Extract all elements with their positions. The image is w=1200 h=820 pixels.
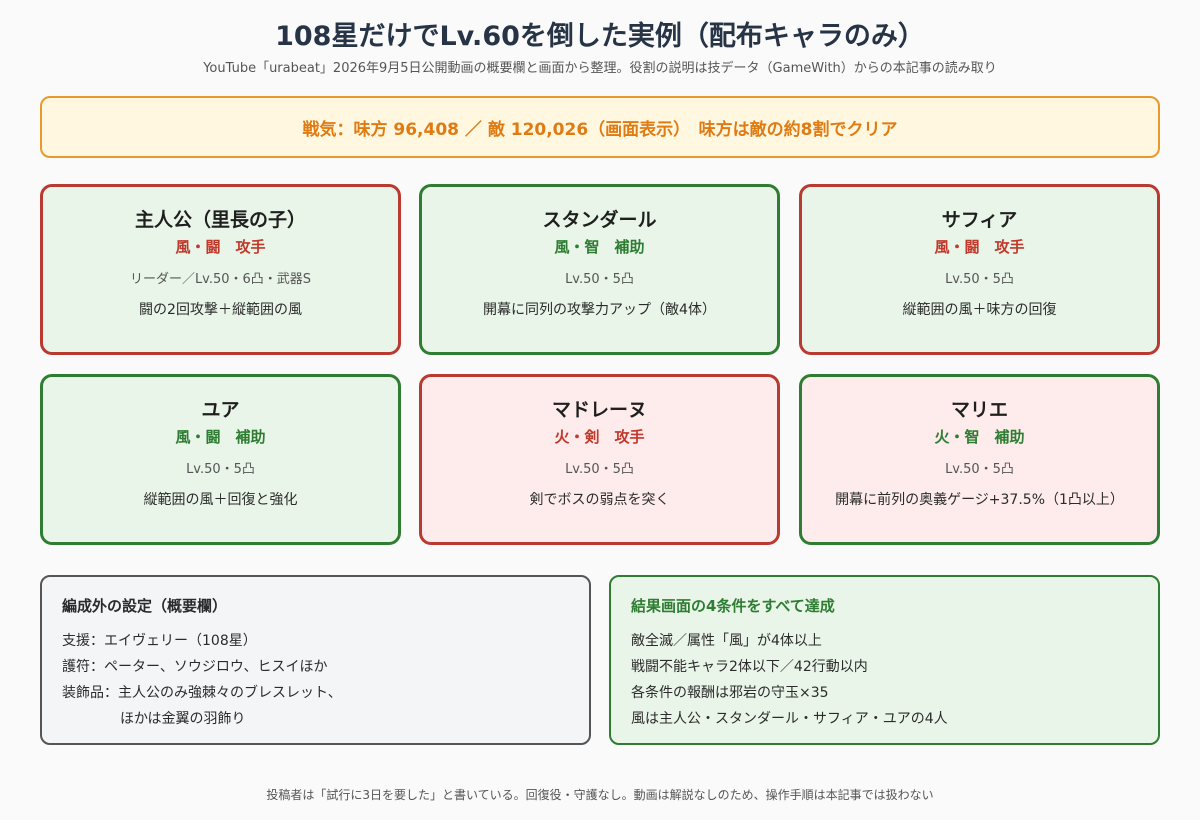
card-desc: 縦範囲の風＋味方の回復 xyxy=(902,302,1057,318)
result-line: 敵全滅／属性「風」が4体以上 xyxy=(631,633,822,649)
card-stats: Lv.50・5凸 xyxy=(565,462,634,477)
card-yua: ユア 風・闘 補助 Lv.50・5凸 縦範囲の風＋回復と強化 xyxy=(40,374,401,545)
card-role: 火・智 補助 xyxy=(934,428,1025,446)
result-line: 風は主人公・スタンダール・サフィア・ユアの4人 xyxy=(631,711,948,727)
card-role: 風・闘 攻手 xyxy=(175,238,266,256)
settings-panel: 編成外の設定（概要欄） 支援：エイヴェリー（108星） 護符：ペーター、ソウジロ… xyxy=(40,575,591,745)
settings-talisman: 護符：ペーター、ソウジロウ、ヒスイほか xyxy=(62,659,328,675)
result-panel-title: 結果画面の4条件をすべて達成 xyxy=(631,597,835,615)
card-name: 主人公（里長の子） xyxy=(134,209,306,231)
card-desc: 開幕に前列の奥義ゲージ+37.5%（1凸以上） xyxy=(835,492,1124,508)
footer-note: 投稿者は「試行に3日を要した」と書いている。回復役・守護なし。動画は解説なしのた… xyxy=(266,788,934,802)
card-role: 火・剣 攻手 xyxy=(554,428,645,446)
card-marie: マリエ 火・智 補助 Lv.50・5凸 開幕に前列の奥義ゲージ+37.5%（1凸… xyxy=(799,374,1160,545)
card-desc: 縦範囲の風＋回復と強化 xyxy=(143,492,298,508)
card-stats: Lv.50・5凸 xyxy=(565,272,634,287)
power-banner: 戦気：味方 96,408 ／ 敵 120,026（画面表示） 味方は敵の約8割で… xyxy=(40,96,1160,158)
card-desc: 闘の2回攻撃＋縦範囲の風 xyxy=(139,302,302,318)
card-role: 風・智 補助 xyxy=(554,238,645,256)
card-protagonist: 主人公（里長の子） 風・闘 攻手 リーダー／Lv.50・6凸・武器S 闘の2回攻… xyxy=(40,184,401,355)
settings-accessory: 装飾品：主人公のみ強棘々のブレスレット、 xyxy=(62,685,342,701)
result-panel: 結果画面の4条件をすべて達成 敵全滅／属性「風」が4体以上 戦闘不能キャラ2体以… xyxy=(609,575,1160,745)
card-stendhal: スタンダール 風・智 補助 Lv.50・5凸 開幕に同列の攻撃力アップ（敵4体） xyxy=(419,184,780,355)
result-line: 戦闘不能キャラ2体以下／42行動以内 xyxy=(631,659,868,675)
card-stats: リーダー／Lv.50・6凸・武器S xyxy=(129,272,312,287)
card-stats: Lv.50・5凸 xyxy=(945,272,1014,287)
settings-panel-title: 編成外の設定（概要欄） xyxy=(62,597,228,615)
card-name: サフィア xyxy=(941,209,1018,231)
card-madeleine: マドレーヌ 火・剣 攻手 Lv.50・5凸 剣でボスの弱点を突く xyxy=(419,374,780,545)
card-name: マドレーヌ xyxy=(551,399,647,421)
card-name: ユア xyxy=(201,399,240,421)
settings-accessory-cont: ほかは金翼の羽飾り xyxy=(120,711,246,727)
card-role: 風・闘 攻手 xyxy=(934,238,1025,256)
card-desc: 剣でボスの弱点を突く xyxy=(529,492,670,508)
card-desc: 開幕に同列の攻撃力アップ（敵4体） xyxy=(483,302,716,318)
card-saphia: サフィア 風・闘 攻手 Lv.50・5凸 縦範囲の風＋味方の回復 xyxy=(799,184,1160,355)
card-role: 風・闘 補助 xyxy=(175,428,266,446)
card-name: マリエ xyxy=(950,399,1008,421)
page-title: 108星だけでLv.60を倒した実例（配布キャラのみ） xyxy=(275,21,925,52)
settings-support: 支援：エイヴェリー（108星） xyxy=(62,633,257,649)
result-line: 各条件の報酬は邪岩の守玉×35 xyxy=(631,685,829,701)
page-subtitle: YouTube「urabeat」2026年9月5日公開動画の概要欄と画面から整理… xyxy=(203,61,997,76)
card-stats: Lv.50・5凸 xyxy=(186,462,255,477)
card-name: スタンダール xyxy=(542,209,657,231)
card-stats: Lv.50・5凸 xyxy=(945,462,1014,477)
